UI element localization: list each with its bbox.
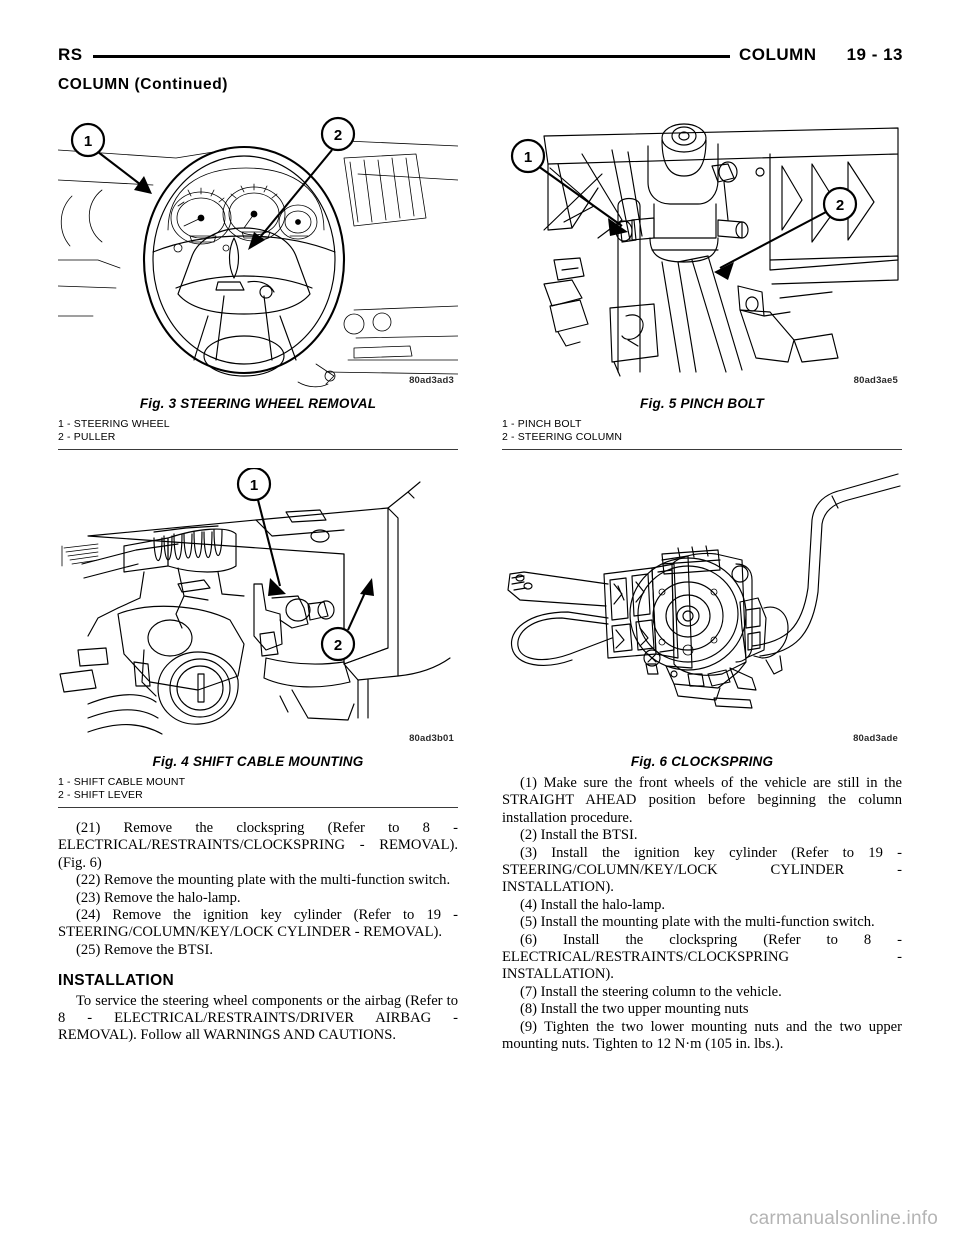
legend-item: 2 - STEERING COLUMN <box>502 430 623 443</box>
figure-fig3-legend: 1 - STEERING WHEEL 2 - PULLER <box>58 418 458 443</box>
footer-watermark: carmanualsonline.info <box>748 1208 938 1229</box>
figure-fig3-rule <box>58 449 458 450</box>
step-paragraph: (9) Tighten the two lower mounting nuts … <box>502 1018 902 1053</box>
step-paragraph: (7) Install the steering column to the v… <box>520 983 782 1000</box>
figure-fig6-caption: Fig. 6 CLOCKSPRING <box>630 754 774 769</box>
continued-label: COLUMN (Continued) <box>58 76 229 93</box>
step-paragraph: (6) Install the clockspring (Refer to 8 … <box>502 931 902 983</box>
step-paragraph: (22) Remove the mounting plate with the … <box>76 872 451 889</box>
step-paragraph: (25) Remove the BTSI. <box>76 941 213 958</box>
figure-fig3-image-code: 80ad3ad3 <box>409 375 454 386</box>
page-header: RS COLUMN 19 - 13 <box>58 42 903 68</box>
step-paragraph: (21) Remove the clockspring (Refer to 8 … <box>58 820 458 871</box>
figure-fig4-illustration: 1 2 80ad3b01 <box>58 468 458 746</box>
step-paragraph: (5) Install the mounting plate with the … <box>520 914 875 931</box>
figure-fig4-rule <box>58 807 458 808</box>
header-page-number: 19 - 13 <box>846 45 903 64</box>
figure-fig5-rule <box>502 449 902 450</box>
fig5-callout-2: 2 <box>836 197 844 214</box>
step-paragraph: (8) Install the two upper mounting nuts <box>520 1001 749 1018</box>
step-paragraph: (24) Remove the ignition key cylinder (R… <box>58 907 458 941</box>
right-column-body: (1) Make sure the front wheels of the ve… <box>502 775 902 1054</box>
figure-fig4-image-code: 80ad3b01 <box>409 733 454 744</box>
legend-item: 1 - STEERING WHEEL <box>58 418 170 430</box>
figure-fig3: 1 2 80ad3ad3 Fig. 3 STEERING WHEEL REMOV… <box>58 110 458 450</box>
figure-fig3-caption: Fig. 3 STEERING WHEEL REMOVAL <box>139 396 377 411</box>
figure-fig5-legend: 1 - PINCH BOLT 2 - STEERING COLUMN <box>502 418 902 443</box>
figure-fig4-legend: 1 - SHIFT CABLE MOUNT 2 - SHIFT LEVER <box>58 776 458 801</box>
figure-fig5-image-code: 80ad3ae5 <box>853 375 898 386</box>
figure-fig3-illustration: 1 2 80ad3ad3 <box>58 110 458 388</box>
legend-item: 2 - PULLER <box>58 430 116 443</box>
header-rule <box>92 54 730 58</box>
legend-item: 1 - PINCH BOLT <box>502 418 582 430</box>
figure-fig6-image-code: 80ad3ade <box>853 733 898 744</box>
left-column-body: (21) Remove the clockspring (Refer to 8 … <box>58 820 458 1045</box>
header-left-code: RS <box>58 45 83 64</box>
figure-fig5-caption: Fig. 5 PINCH BOLT <box>640 396 764 411</box>
step-paragraph: (4) Install the halo-lamp. <box>520 896 666 913</box>
fig4-callout-1: 1 <box>250 477 258 494</box>
figure-fig5-illustration: 1 2 80ad3ae5 <box>502 110 902 388</box>
fig3-callout-1: 1 <box>84 133 92 150</box>
legend-item: 1 - SHIFT CABLE MOUNT <box>58 776 186 788</box>
fig3-callout-2: 2 <box>334 127 342 144</box>
step-paragraph: (2) Install the BTSI. <box>520 827 638 844</box>
right-column: 1 2 80ad3ae5 Fig. 5 PINCH BOLT 1 - PINCH… <box>502 110 902 1054</box>
step-paragraph: (3) Install the ignition key cylinder (R… <box>502 844 902 896</box>
figure-fig5: 1 2 80ad3ae5 Fig. 5 PINCH BOLT 1 - PINCH… <box>502 110 902 450</box>
figure-fig6-illustration: 80ad3ade <box>502 468 902 746</box>
legend-item: 2 - SHIFT LEVER <box>58 788 143 801</box>
installation-intro-paragraph: To service the steering wheel components… <box>58 992 458 1044</box>
step-paragraph: (23) Remove the halo-lamp. <box>76 889 241 906</box>
fig5-callout-1: 1 <box>524 149 532 166</box>
header-section-title: COLUMN <box>738 45 817 64</box>
figure-fig4-caption: Fig. 4 SHIFT CABLE MOUNTING <box>152 754 364 769</box>
figure-fig6: 80ad3ade Fig. 6 CLOCKSPRING <box>502 468 902 769</box>
left-column: 1 2 80ad3ad3 Fig. 3 STEERING WHEEL REMOV… <box>58 110 458 1045</box>
installation-heading: INSTALLATION <box>58 972 175 990</box>
fig4-callout-2: 2 <box>334 637 342 654</box>
step-paragraph: (1) Make sure the front wheels of the ve… <box>502 775 902 826</box>
figure-fig4: 1 2 80ad3b01 Fig. 4 SHIFT CABLE MOUNTING… <box>58 468 458 808</box>
